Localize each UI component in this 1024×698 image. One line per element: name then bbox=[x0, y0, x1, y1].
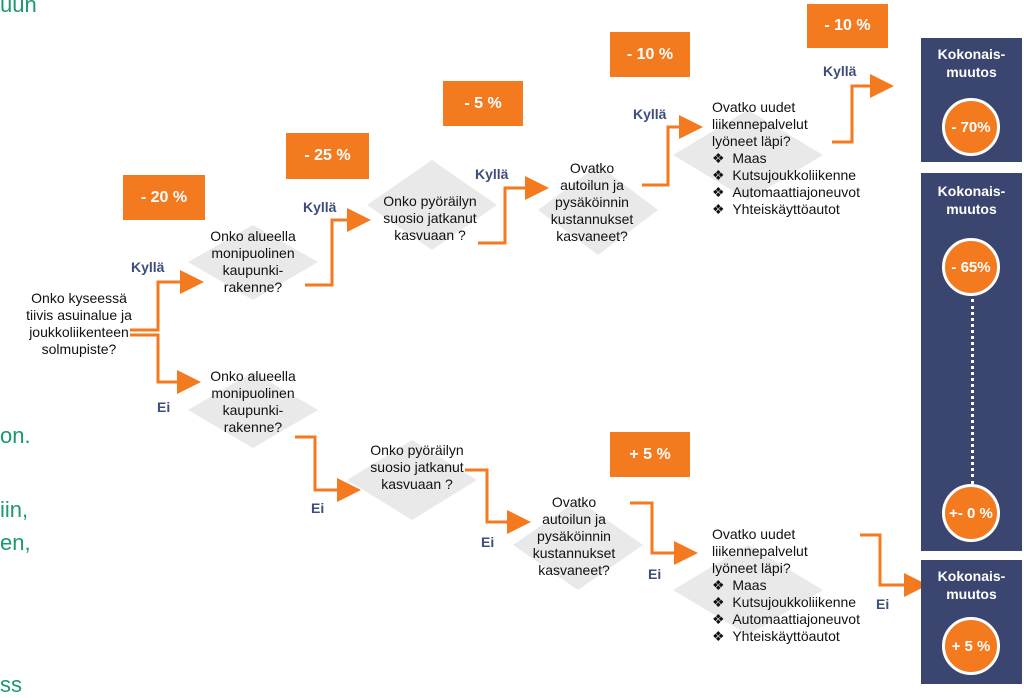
diamond-shape bbox=[347, 440, 477, 520]
total-change-panel-top: Kokonais- muutos - 70% bbox=[921, 38, 1022, 162]
diamond-shape bbox=[673, 110, 823, 200]
question-cycling-yes: Onko pyöräilyn suosio jatkanut kasvuaan … bbox=[383, 193, 477, 243]
background-text: iin, bbox=[0, 497, 29, 522]
diamond-shape bbox=[538, 165, 658, 255]
badge-minus-10: - 10 % bbox=[610, 32, 690, 77]
service-item: ❖ Automaattiajoneuvot bbox=[712, 611, 860, 627]
yes-arrow bbox=[642, 115, 703, 187]
yes-arrow bbox=[478, 176, 549, 245]
no-arrow bbox=[130, 333, 201, 394]
badge-minus-25: - 25 % bbox=[286, 133, 369, 179]
question-costs-no: Ovatko autoilun ja pysäköinnin kustannuk… bbox=[532, 494, 616, 578]
service-item: ❖ Kutsujoukkoliikenne bbox=[712, 167, 857, 183]
service-item: ❖ Kutsujoukkoliikenne bbox=[712, 594, 857, 610]
yes-label: Kyllä bbox=[475, 166, 509, 182]
bullet-icon: ❖ bbox=[712, 167, 725, 183]
question-mixed-structure-yes: Onko alueella monipuolinen kaupunki- rak… bbox=[210, 228, 296, 295]
total-circle: +- 0 % bbox=[942, 484, 1000, 542]
background-text: en, bbox=[0, 530, 31, 555]
yes-label: Kyllä bbox=[303, 199, 337, 215]
yes-arrow bbox=[305, 208, 371, 287]
no-arrow bbox=[295, 435, 361, 502]
service-item: ❖ Automaattiajoneuvot bbox=[712, 184, 860, 200]
question-mixed-structure-no: Onko alueella monipuolinen kaupunki- rak… bbox=[210, 368, 296, 435]
no-label: Ei bbox=[648, 566, 662, 582]
no-label: Ei bbox=[157, 399, 171, 415]
badge-minus-20: - 20 % bbox=[123, 175, 205, 220]
total-change-panel-bottom: Kokonais- muutos + 5 % bbox=[921, 560, 1022, 684]
yes-arrow bbox=[130, 270, 204, 332]
total-circle: + 5 % bbox=[942, 617, 1000, 675]
background-text: on. bbox=[0, 423, 31, 448]
start-question: Onko kyseessä tiivis asuinalue ja joukko… bbox=[26, 290, 132, 357]
badge-minus-5: - 5 % bbox=[443, 81, 523, 126]
bullet-icon: ❖ bbox=[712, 201, 725, 217]
question-cycling-no: Onko pyöräilyn suosio jatkanut kasvuaan … bbox=[370, 442, 464, 492]
question-costs-yes: Ovatko autoilun ja pysäköinnin kustannuk… bbox=[550, 160, 634, 244]
question-services-no: Ovatko uudet liikennepalvelut lyöneet lä… bbox=[712, 526, 892, 645]
bullet-icon: ❖ bbox=[712, 628, 725, 644]
bullet-icon: ❖ bbox=[712, 611, 725, 627]
yes-label: Kyllä bbox=[633, 106, 667, 122]
no-label: Ei bbox=[311, 500, 325, 516]
service-item: ❖ Maas bbox=[712, 577, 767, 593]
yes-label: Kyllä bbox=[823, 63, 857, 79]
diamond-shape bbox=[367, 160, 497, 250]
no-arrow bbox=[860, 533, 928, 597]
yes-arrow bbox=[832, 74, 894, 144]
service-item: ❖ Yhteiskäyttöautot bbox=[712, 628, 840, 644]
question-services-yes: Ovatko uudet liikennepalvelut lyöneet lä… bbox=[712, 99, 892, 218]
no-arrow bbox=[465, 468, 531, 534]
panel-title: Kokonais- muutos bbox=[937, 568, 1006, 602]
total-circle: - 70% bbox=[942, 98, 1000, 156]
background-text: uun bbox=[0, 0, 37, 17]
diamond-backgrounds bbox=[188, 110, 823, 635]
diamond-shape bbox=[673, 545, 823, 635]
diamond-shape bbox=[188, 372, 318, 448]
total-circle: - 65% bbox=[942, 238, 1000, 296]
bullet-icon: ❖ bbox=[712, 184, 725, 200]
no-arrow bbox=[630, 501, 698, 565]
badge-minus-10-top: - 10 % bbox=[807, 4, 888, 48]
bullet-icon: ❖ bbox=[712, 577, 725, 593]
badge-plus-5: + 5 % bbox=[610, 432, 690, 477]
no-label: Ei bbox=[481, 534, 495, 550]
bullet-icon: ❖ bbox=[712, 594, 725, 610]
service-item: ❖ Maas bbox=[712, 150, 767, 166]
diamond-shape bbox=[513, 500, 643, 590]
dotted-range-line bbox=[970, 299, 974, 484]
yes-label: Kyllä bbox=[131, 259, 165, 275]
total-change-panel-middle: Kokonais- muutos - 65% +- 0 % bbox=[921, 173, 1022, 551]
bullet-icon: ❖ bbox=[712, 150, 725, 166]
no-label: Ei bbox=[876, 596, 890, 612]
panel-title: Kokonais- muutos bbox=[937, 183, 1006, 217]
panel-title: Kokonais- muutos bbox=[937, 46, 1006, 80]
diamond-shape bbox=[188, 225, 318, 300]
service-item: ❖ Yhteiskäyttöautot bbox=[712, 201, 840, 217]
